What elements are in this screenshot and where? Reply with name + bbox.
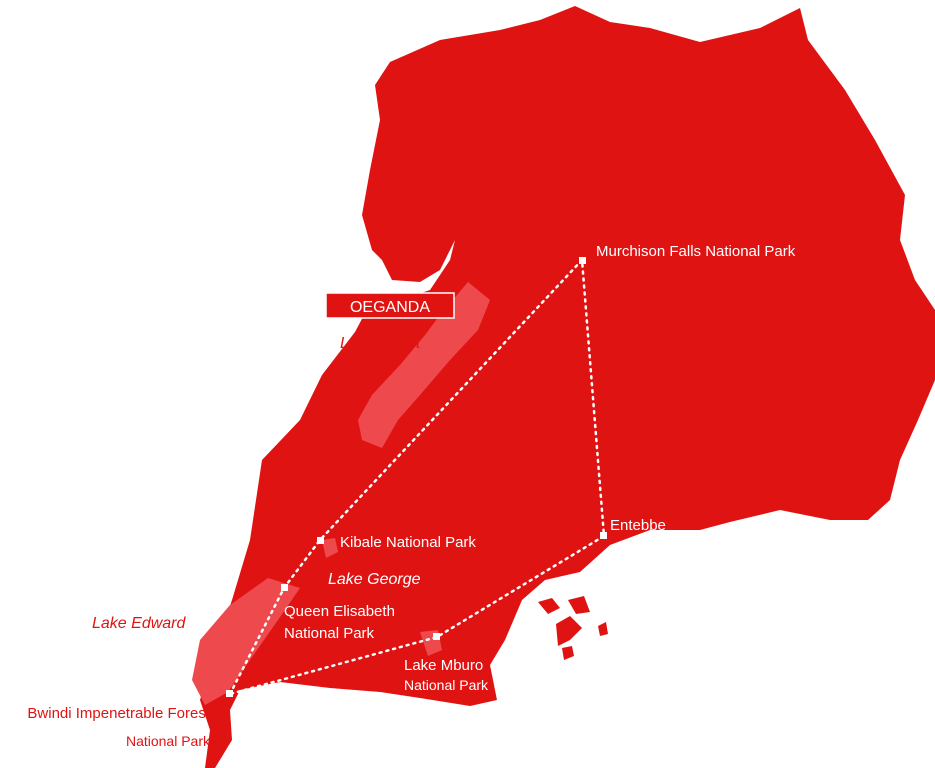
marker-mburo[interactable] bbox=[433, 633, 440, 640]
place-label-queen-line2: National Park bbox=[284, 625, 375, 642]
marker-entebbe[interactable] bbox=[600, 532, 607, 539]
lake-victoria-islands bbox=[538, 596, 608, 660]
country-label: OEGANDA bbox=[350, 299, 430, 316]
lake-george-shape bbox=[322, 538, 338, 558]
marker-queen[interactable] bbox=[281, 584, 288, 591]
marker-bwindi[interactable] bbox=[226, 690, 233, 697]
place-label-bwindi-line1: Bwindi Impenetrable Forest bbox=[27, 705, 210, 722]
marker-kibale[interactable] bbox=[317, 537, 324, 544]
marker-murchison[interactable] bbox=[579, 257, 586, 264]
lake-albert-label: Lake Albert bbox=[340, 335, 421, 352]
lake-george-label: Lake George bbox=[328, 571, 421, 588]
place-label-murchison: Murchison Falls National Park bbox=[596, 243, 796, 260]
place-label-entebbe: Entebbe bbox=[610, 517, 666, 534]
country-badge bbox=[325, 292, 455, 319]
place-label-queen-line1: Queen Elisabeth bbox=[284, 603, 395, 620]
lake-edward-shape bbox=[192, 578, 300, 705]
place-label-bwindi-line2: National Park bbox=[126, 733, 211, 749]
place-label-mburo-line1: Lake Mburo bbox=[404, 657, 483, 674]
lake-albert-shape bbox=[358, 282, 490, 448]
place-label-mburo-line2: National Park bbox=[404, 677, 489, 693]
uganda-landmass bbox=[200, 6, 935, 768]
place-label-kibale: Kibale National Park bbox=[340, 534, 476, 551]
lake-edward-label: Lake Edward bbox=[92, 615, 186, 632]
